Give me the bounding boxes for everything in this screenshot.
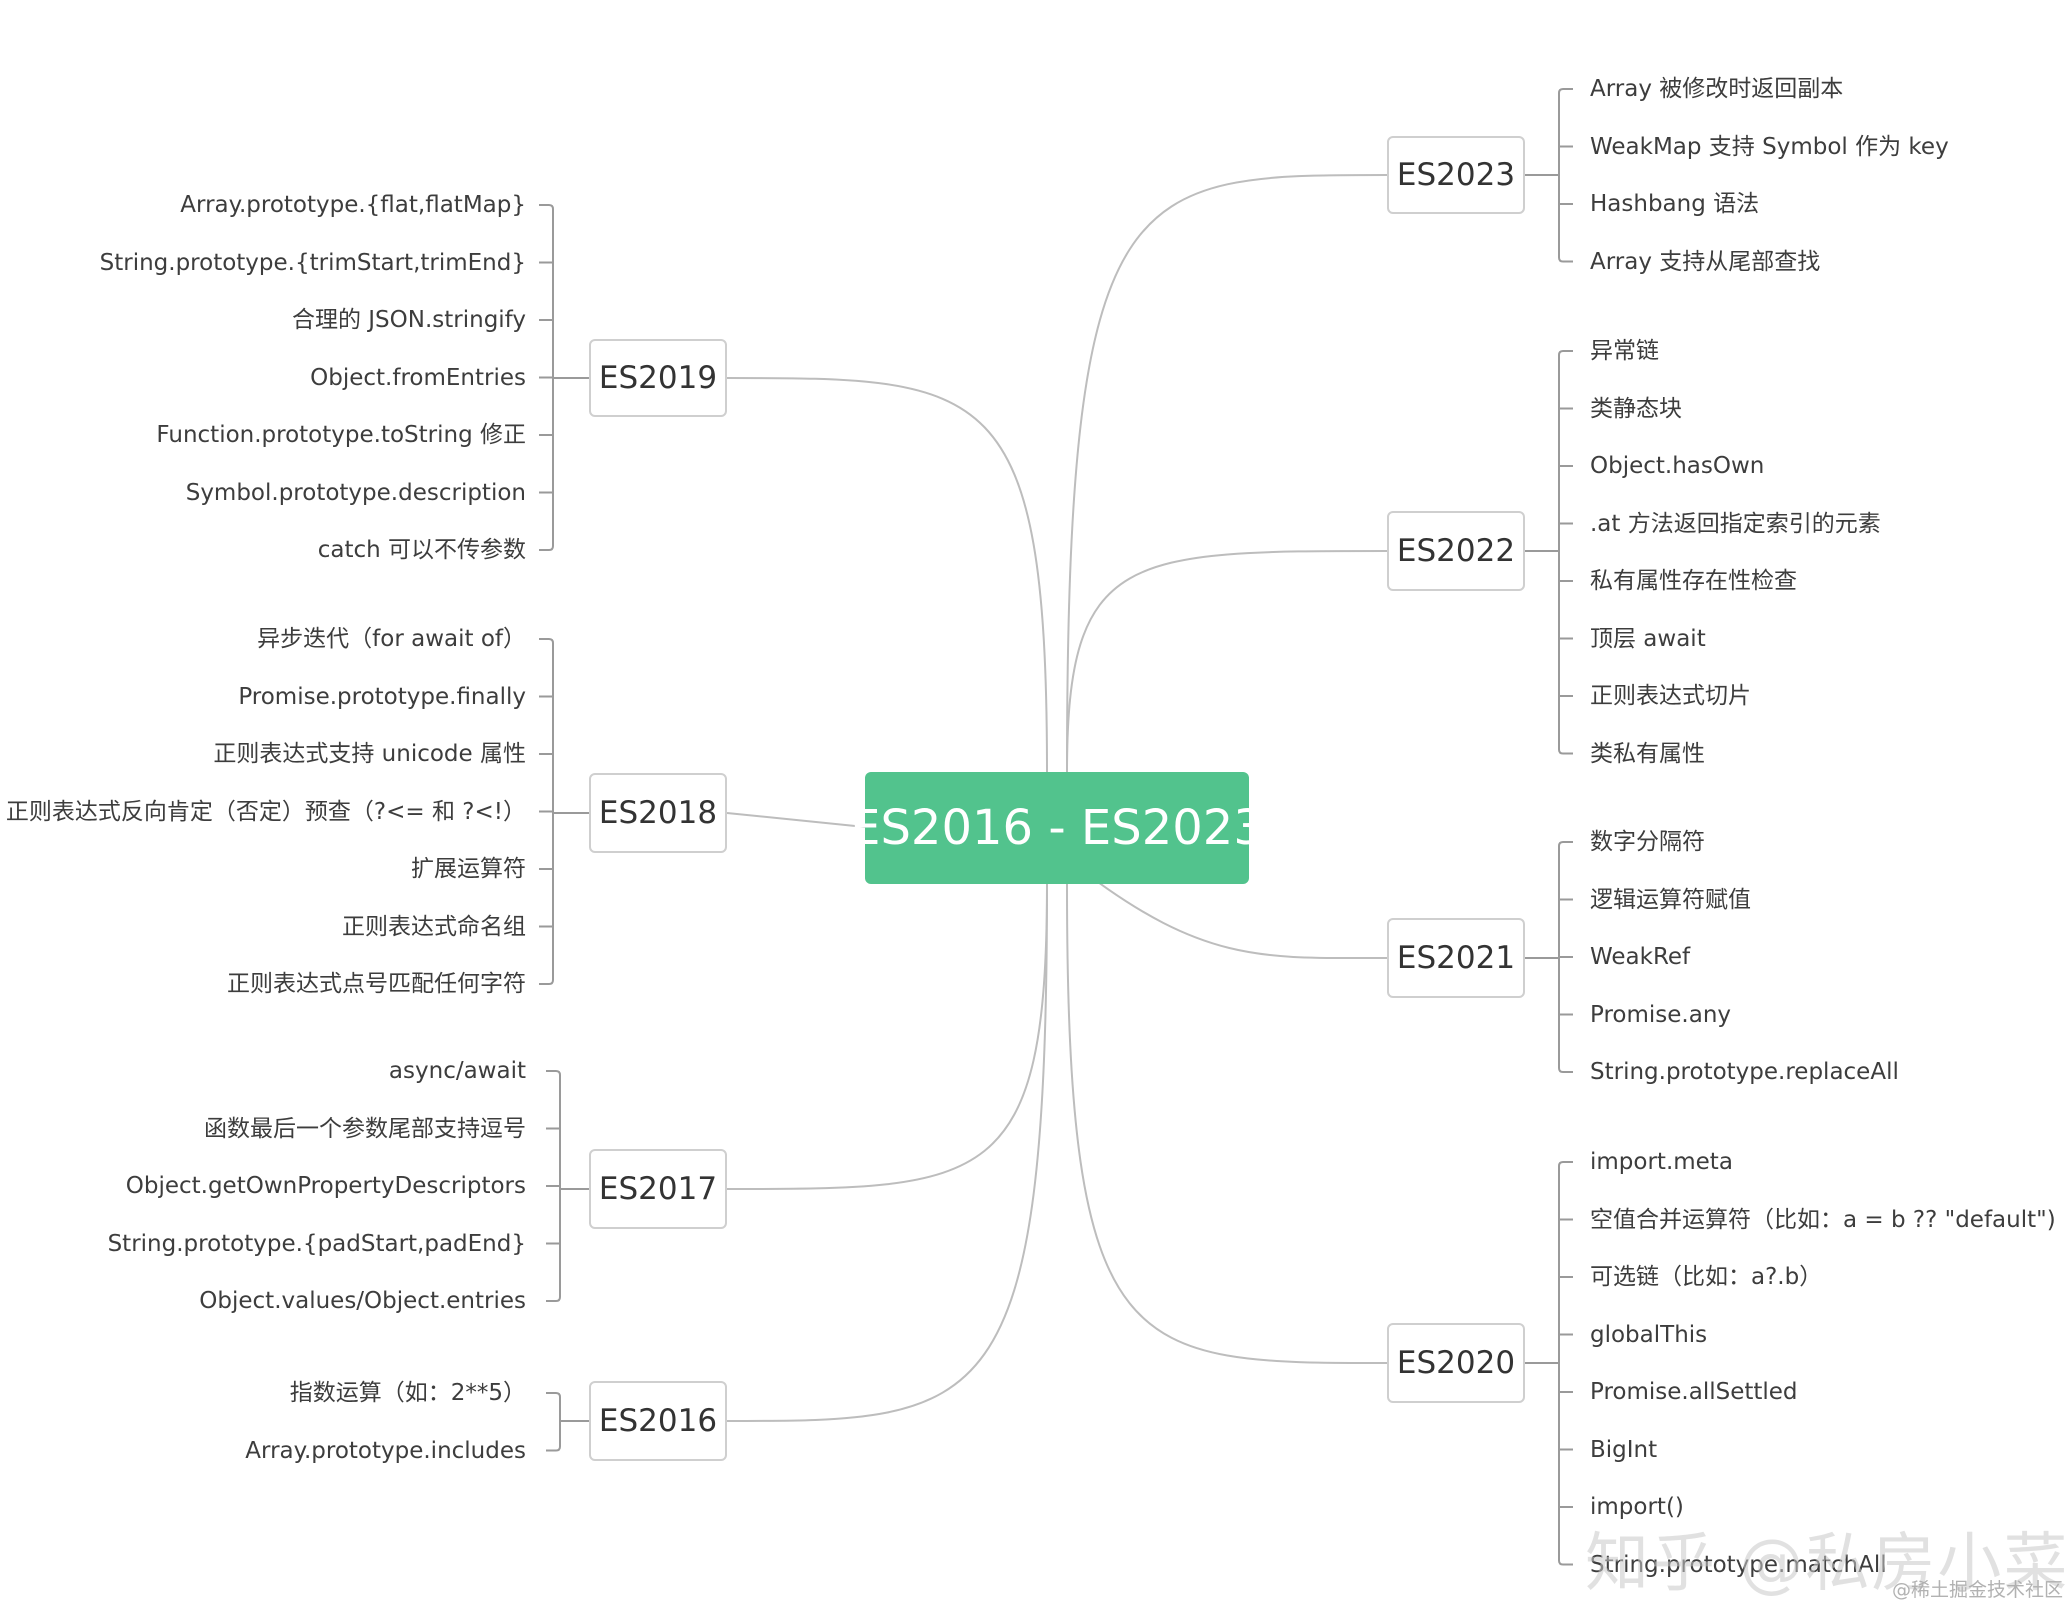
- leaf-item[interactable]: Array.prototype.includes: [245, 1437, 526, 1464]
- leaf-item[interactable]: 可选链（比如：a?.b）: [1590, 1264, 1823, 1290]
- leaf-item[interactable]: Object.fromEntries: [310, 364, 526, 391]
- leaf-item[interactable]: Promise.prototype.finally: [238, 683, 526, 710]
- leaf-item[interactable]: 正则表达式支持 unicode 属性: [213, 741, 526, 767]
- branch-node-es2018[interactable]: ES2018: [589, 773, 727, 853]
- branch-node-es2020[interactable]: ES2020: [1387, 1323, 1525, 1403]
- leaf-item[interactable]: Hashbang 语法: [1590, 191, 1760, 217]
- leaf-item[interactable]: BigInt: [1590, 1436, 1658, 1463]
- branch-node-es2023[interactable]: ES2023: [1387, 136, 1525, 214]
- leaf-item[interactable]: String.prototype.{padStart,padEnd}: [107, 1230, 526, 1257]
- leaf-item[interactable]: 正则表达式命名组: [342, 913, 526, 940]
- leaf-item[interactable]: import(): [1590, 1494, 1684, 1520]
- watermark-zhihu: 知乎 @私房小菜: [1585, 1527, 2068, 1601]
- leaf-item[interactable]: 正则表达式点号匹配任何字符: [227, 971, 526, 997]
- branch-node-es2021[interactable]: ES2021: [1387, 918, 1525, 998]
- leaf-item[interactable]: async/await: [388, 1058, 526, 1084]
- leaf-item[interactable]: 合理的 JSON.stringify: [291, 307, 526, 333]
- leaf-item[interactable]: 数字分隔符: [1590, 829, 1705, 855]
- leaf-item[interactable]: WeakRef: [1590, 944, 1691, 970]
- leaf-item[interactable]: 正则表达式切片: [1590, 683, 1751, 709]
- leaf-item[interactable]: .at 方法返回指定索引的元素: [1590, 510, 1881, 537]
- leaf-item[interactable]: 异步迭代（for await of）: [257, 626, 526, 652]
- leaf-item[interactable]: Object.getOwnPropertyDescriptors: [125, 1173, 526, 1199]
- root-node[interactable]: ES2016 - ES2023: [850, 772, 1264, 884]
- leaf-item[interactable]: Promise.allSettled: [1590, 1379, 1798, 1405]
- branch-node-es2017[interactable]: ES2017: [589, 1149, 727, 1229]
- leaf-item[interactable]: Array 被修改时返回副本: [1590, 76, 1844, 102]
- leaf-item[interactable]: Function.prototype.toString 修正: [156, 422, 526, 448]
- leaf-item[interactable]: String.prototype.replaceAll: [1590, 1059, 1899, 1085]
- watermark-juejin: @稀土掘金技术社区: [1892, 1579, 2064, 1601]
- branch-node-es2019[interactable]: ES2019: [589, 339, 727, 417]
- leaf-item[interactable]: WeakMap 支持 Symbol 作为 key: [1590, 133, 1949, 160]
- leaf-item[interactable]: 空值合并运算符（比如：a = b ?? "default"): [1590, 1206, 2056, 1233]
- leaf-item[interactable]: Object.values/Object.entries: [199, 1288, 526, 1314]
- leaf-item[interactable]: Promise.any: [1590, 1001, 1732, 1028]
- leaf-item[interactable]: globalThis: [1590, 1321, 1708, 1348]
- leaf-item[interactable]: import.meta: [1590, 1149, 1733, 1175]
- leaf-item[interactable]: String.prototype.matchAll: [1590, 1551, 1887, 1578]
- leaf-item[interactable]: 私有属性存在性检查: [1590, 568, 1797, 594]
- leaf-item[interactable]: Symbol.prototype.description: [185, 479, 526, 506]
- branch-node-es2016[interactable]: ES2016: [589, 1381, 727, 1461]
- leaf-item[interactable]: Array.prototype.{flat,flatMap}: [180, 192, 526, 218]
- leaf-item[interactable]: 正则表达式反向肯定（否定）预查（?<= 和 ?<!）: [5, 798, 526, 825]
- leaf-item[interactable]: catch 可以不传参数: [317, 537, 526, 563]
- leaf-item[interactable]: Object.hasOwn: [1590, 453, 1765, 479]
- leaf-item[interactable]: 类静态块: [1590, 395, 1682, 422]
- leaf-item[interactable]: 顶层 await: [1590, 625, 1706, 652]
- leaf-item[interactable]: Array 支持从尾部查找: [1590, 248, 1821, 275]
- leaf-item[interactable]: 异常链: [1590, 338, 1659, 364]
- leaf-item[interactable]: 扩展运算符: [411, 856, 526, 882]
- leaf-item[interactable]: 类私有属性: [1590, 740, 1705, 767]
- leaf-item[interactable]: 函数最后一个参数尾部支持逗号: [204, 1115, 526, 1142]
- leaf-item[interactable]: 逻辑运算符赋值: [1590, 886, 1751, 913]
- branch-node-es2022[interactable]: ES2022: [1387, 511, 1525, 591]
- leaf-item[interactable]: 指数运算（如：2**5）: [289, 1380, 526, 1406]
- leaf-item[interactable]: String.prototype.{trimStart,trimEnd}: [99, 249, 526, 276]
